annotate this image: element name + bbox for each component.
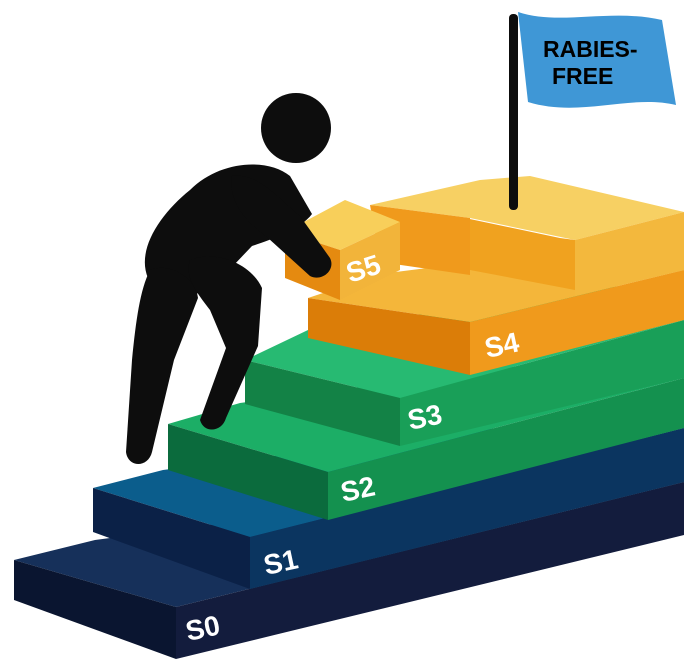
step-s3-side: [245, 360, 400, 446]
flag-label-line1: RABIES-: [543, 36, 638, 62]
person-climbing-icon: [126, 93, 332, 464]
step-s2-side: [168, 424, 328, 520]
person-head: [261, 93, 331, 163]
step-s0-front: [176, 482, 684, 659]
step-s2-front: [328, 378, 684, 520]
step-s3-label: S3: [405, 398, 445, 435]
step-s0-side: [14, 560, 176, 659]
step-s1-front: [250, 428, 684, 589]
step-s4-label: S4: [482, 326, 522, 364]
step-s5-front: [340, 222, 400, 300]
step-s4-side: [308, 298, 470, 375]
top-platform-top: [370, 176, 684, 240]
step-s1-side: [93, 488, 250, 589]
step-s4-front: [470, 270, 684, 375]
person-arm: [231, 175, 332, 278]
step-s0-label: S0: [183, 609, 223, 646]
top-platform-front: [575, 212, 684, 296]
person-back-leg: [126, 267, 198, 464]
step-s2-label: S2: [338, 470, 378, 507]
person-front-leg: [188, 256, 262, 430]
flag-label-line2: FREE: [552, 63, 613, 89]
top-platform-inner: [465, 218, 575, 290]
flag: RABIES- FREE: [509, 12, 676, 210]
top-platform: [370, 176, 684, 296]
flag-pole: [509, 14, 518, 210]
step-s3-front: [400, 320, 684, 446]
step-s1-label: S1: [261, 543, 301, 580]
flag-cloth: [518, 12, 676, 108]
